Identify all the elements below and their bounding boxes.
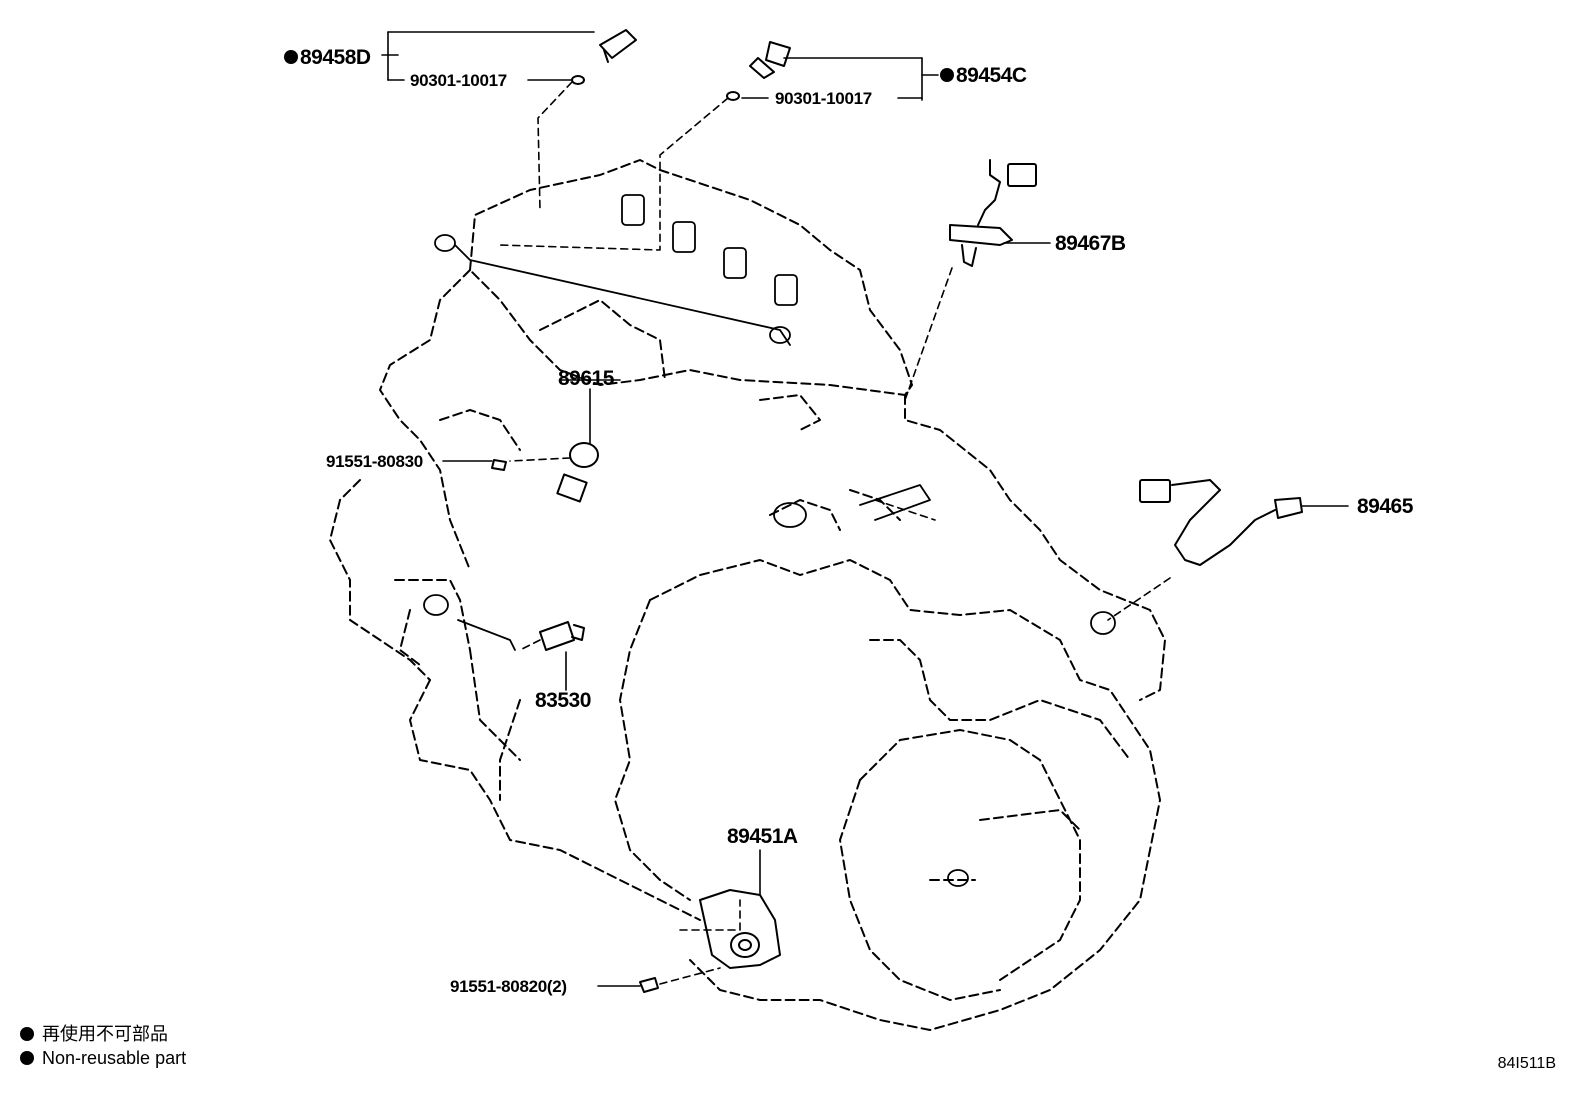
part-label-89458D[interactable]: 89458D [300,46,371,69]
non-reusable-dot-icon [284,50,298,64]
legend-row-jp: 再使用不可部品 [20,1022,186,1046]
engine-outline [329,159,1166,1031]
legend-text-jp: 再使用不可部品 [42,1024,168,1044]
non-reusable-dot-icon [20,1027,34,1041]
part-label-89465[interactable]: 89465 [1357,495,1414,518]
non-reusable-dot-icon [940,68,954,82]
part-label-89454C[interactable]: 89454C [956,64,1027,87]
part-label-gasket-right[interactable]: 90301-10017 [775,89,872,108]
position-sensor-89451A [639,889,781,993]
part-label-89467B[interactable]: 89467B [1055,232,1126,255]
part-label-bolt-91551-80820[interactable]: 91551-80820(2) [450,977,567,996]
coolant-temp-sensor-89454C [726,41,791,101]
part-label-gasket-left[interactable]: 90301-10017 [410,71,507,90]
part-label-83530[interactable]: 83530 [535,689,591,712]
air-fuel-sensor-89465 [1139,479,1303,566]
solid-leaders [381,31,1349,987]
legend-row-en: Non-reusable part [20,1046,186,1070]
part-label-89615[interactable]: 89615 [558,367,615,390]
ignition-coils [423,194,1116,887]
non-reusable-dot-icon [20,1051,34,1065]
sensor-83530 [539,621,585,651]
oil-pressure-switch-89458D [571,29,637,85]
knock-sensor-89615 [491,442,599,503]
oxygen-sensor-89467B [949,159,1037,267]
diagram-reference-code: 84I511B [1497,1055,1556,1072]
legend-text-en: Non-reusable part [42,1048,187,1068]
legend: 再使用不可部品 Non-reusable part [20,1022,186,1070]
part-label-bolt-91551-80830[interactable]: 91551-80830 [326,452,423,471]
part-label-89451A[interactable]: 89451A [727,825,798,848]
dashed-leaders [499,81,1171,985]
